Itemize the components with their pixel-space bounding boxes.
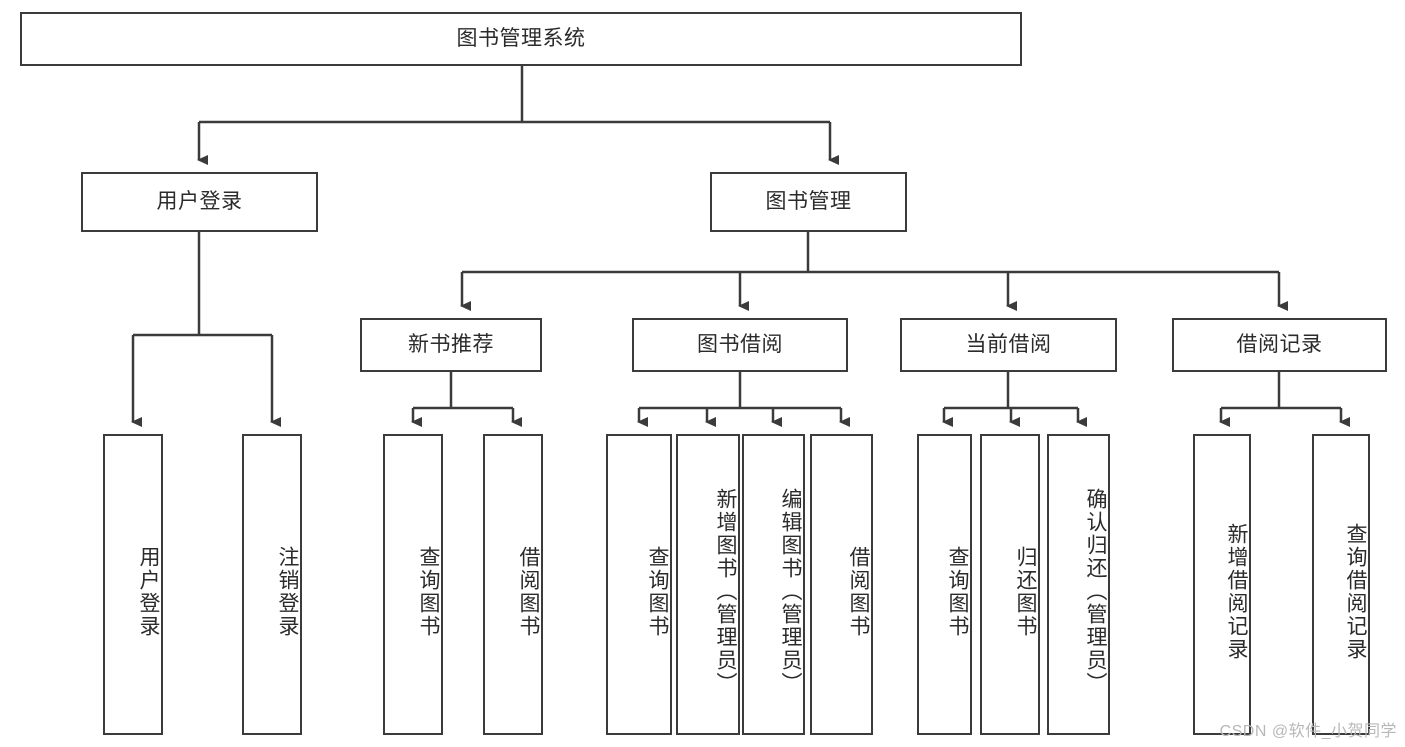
node-label: 编辑图书（管理员） xyxy=(779,488,802,695)
node-label: 当前借阅 xyxy=(965,333,1052,357)
node-label: 确认归还（管理员） xyxy=(1084,488,1107,695)
node-label: 新增借阅记录 xyxy=(1225,522,1248,661)
leaf-user-login-logout[interactable]: 注销登录 xyxy=(242,434,302,735)
leaf-user-login-login[interactable]: 用户登录 xyxy=(103,434,163,735)
node-label: 查询图书 xyxy=(946,545,969,638)
node-new-book-recommend[interactable]: 新书推荐 xyxy=(360,318,542,372)
leaf-borrow-add-book-admin[interactable]: 新增图书（管理员） xyxy=(676,434,740,735)
node-label: 查询借阅记录 xyxy=(1344,522,1367,661)
node-label: 借阅图书 xyxy=(517,545,540,638)
node-label: 归还图书 xyxy=(1014,545,1037,638)
node-label: 图书管理 xyxy=(765,190,852,214)
node-label: 查询图书 xyxy=(417,545,440,638)
node-label: 新书推荐 xyxy=(408,333,494,357)
leaf-borrow-borrow-book[interactable]: 借阅图书 xyxy=(810,434,873,735)
leaf-record-add-record[interactable]: 新增借阅记录 xyxy=(1193,434,1251,735)
node-current-borrow[interactable]: 当前借阅 xyxy=(900,318,1117,372)
leaf-recommend-borrow-book[interactable]: 借阅图书 xyxy=(483,434,543,735)
node-label: 图书借阅 xyxy=(697,333,783,357)
leaf-borrow-edit-book-admin[interactable]: 编辑图书（管理员） xyxy=(742,434,805,735)
node-label: 查询图书 xyxy=(646,545,669,638)
node-label: 用户登录 xyxy=(137,545,160,638)
node-label: 图书管理系统 xyxy=(456,27,586,51)
node-label: 注销登录 xyxy=(276,545,299,638)
leaf-current-query-book[interactable]: 查询图书 xyxy=(917,434,972,735)
leaf-current-confirm-return-admin[interactable]: 确认归还（管理员） xyxy=(1047,434,1110,735)
leaf-recommend-query-book[interactable]: 查询图书 xyxy=(383,434,443,735)
node-label: 用户登录 xyxy=(156,190,243,214)
node-label: 借阅记录 xyxy=(1236,333,1323,357)
node-book-management[interactable]: 图书管理 xyxy=(710,172,907,232)
node-borrow-record[interactable]: 借阅记录 xyxy=(1172,318,1387,372)
node-book-borrow[interactable]: 图书借阅 xyxy=(632,318,848,372)
node-root-system[interactable]: 图书管理系统 xyxy=(20,12,1022,66)
leaf-record-query-record[interactable]: 查询借阅记录 xyxy=(1312,434,1370,735)
csdn-watermark: CSDN @软件_小贺同学 xyxy=(1219,723,1397,740)
node-label: 新增图书（管理员） xyxy=(714,488,737,695)
node-label: 借阅图书 xyxy=(847,545,870,638)
leaf-borrow-query-book[interactable]: 查询图书 xyxy=(606,434,672,735)
leaf-current-return-book[interactable]: 归还图书 xyxy=(980,434,1040,735)
node-user-login[interactable]: 用户登录 xyxy=(81,172,318,232)
